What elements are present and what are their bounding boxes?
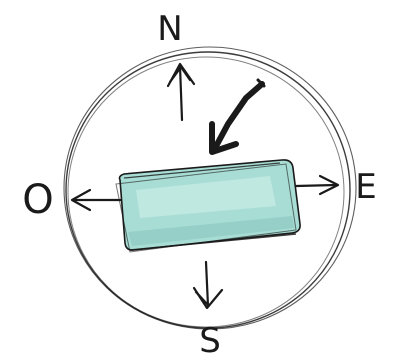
south-arrow [194,262,222,308]
east-label: E [355,167,376,207]
north-label: N [157,9,182,49]
north-arrow [168,64,194,120]
east-arrow [296,176,338,194]
teal-box [116,160,300,252]
pointer-arrow [212,80,264,152]
west-label: O [22,177,53,223]
south-label: S [199,321,221,358]
